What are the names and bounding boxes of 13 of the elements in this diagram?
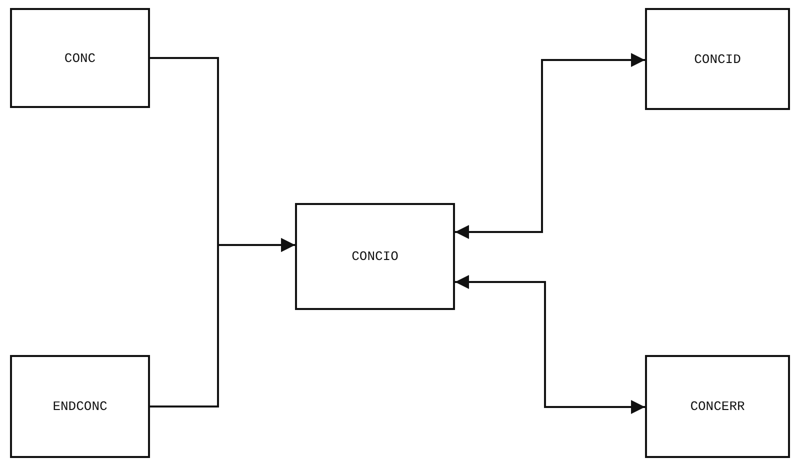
box-label: CONCERR — [690, 399, 745, 414]
process-box — [10, 355, 150, 458]
process-box — [10, 8, 150, 108]
process-box — [645, 8, 790, 110]
box-label: CONCIO — [352, 249, 398, 264]
box-label: CONC — [64, 50, 96, 66]
arrow — [455, 53, 645, 239]
process-box — [645, 355, 790, 458]
arrow — [455, 275, 645, 414]
box-label: CONCID — [694, 52, 741, 66]
box-label: ENDCONC — [52, 399, 108, 414]
arrow — [150, 238, 295, 408]
process-box — [295, 203, 455, 310]
